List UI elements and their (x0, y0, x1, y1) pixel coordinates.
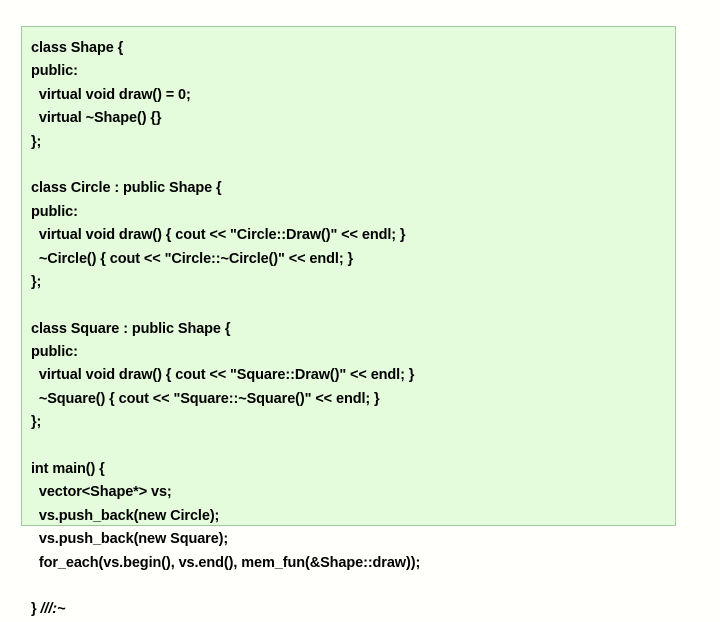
code-line: } ///:~ (31, 601, 66, 618)
code-line-blank (31, 435, 675, 458)
code-line: }; (31, 414, 42, 431)
code-line: public: (31, 344, 78, 361)
code-line: vs.push_back(new Circle); (31, 507, 220, 524)
code-line: virtual ~Shape() {} (31, 110, 162, 127)
code-line: class Square : public Shape { (31, 320, 231, 337)
code-line: ~Square() { cout << "Square::~Square()" … (31, 390, 380, 407)
code-line: }; (31, 133, 42, 150)
code-card: class Shape { public: virtual void draw()… (21, 26, 676, 617)
code-line: virtual void draw() { cout << "Square::D… (31, 367, 415, 384)
code-end-marker: ///:~ (40, 601, 66, 618)
code-line-blank (31, 154, 675, 177)
code-line: virtual void draw() { cout << "Circle::D… (31, 227, 406, 244)
code-line: }; (31, 273, 42, 290)
code-line: public: (31, 203, 78, 220)
code-line: class Shape { (31, 40, 124, 56)
code-line: int main() { (31, 461, 105, 478)
code-line: class Circle : public Shape { (31, 180, 222, 197)
code-line: ~Circle() { cout << "Circle::~Circle()" … (31, 250, 354, 267)
code-line: vector<Shape*> vs; (31, 484, 172, 501)
code-line: for_each(vs.begin(), vs.end(), mem_fun(&… (31, 554, 421, 571)
code-line-blank (31, 294, 675, 317)
code-line: virtual void draw() = 0; (31, 86, 191, 103)
code-line-blank (31, 575, 675, 598)
code-line: public: (31, 63, 78, 80)
code-listing: class Shape { public: virtual void draw()… (22, 27, 675, 622)
